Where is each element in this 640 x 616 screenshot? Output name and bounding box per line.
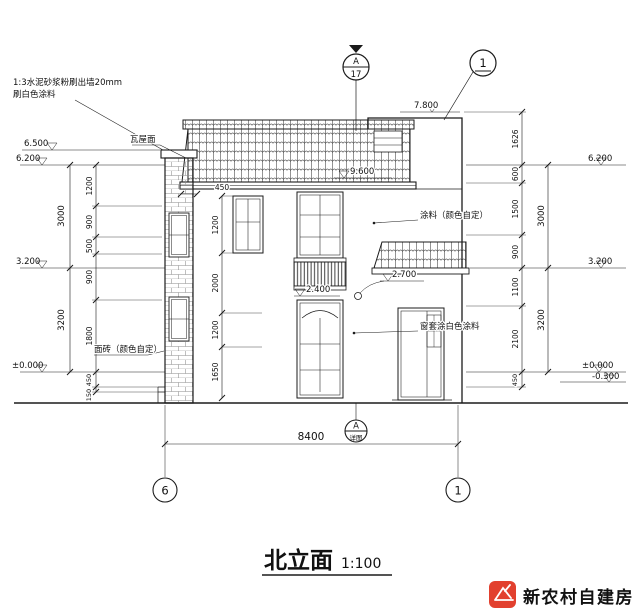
window-stair-lower [296, 299, 344, 399]
landing-railing [293, 261, 347, 291]
watermark-logo-glyph [494, 584, 514, 601]
note-paint: 涂料（颜色自定） [420, 210, 488, 221]
section-marker-a17: A 17 [342, 45, 370, 131]
dim-text: 2100 [511, 329, 520, 348]
level-text: 9.600 [350, 167, 374, 177]
level-text: 2.400 [306, 285, 330, 295]
tiled-roof [179, 119, 417, 190]
level-text: 3.200 [588, 257, 612, 267]
dim-text: 1650 [211, 362, 220, 381]
grid-bubble-1: 1 [454, 484, 461, 498]
level-text: 2.700 [392, 270, 416, 280]
dim-text: 1200 [85, 176, 94, 195]
dim-text: 600 [511, 167, 520, 182]
drawing-title: 北立面 [264, 547, 333, 574]
watermark: 新农村自建房 [489, 581, 634, 608]
level-text: 7.800 [414, 101, 438, 111]
note-plaster-line2: 刷白色涂料 [13, 89, 56, 100]
detail-top-upper: A [353, 57, 359, 67]
dim-text: 450 [85, 374, 93, 386]
note-tile-roof: 瓦屋面 [130, 135, 156, 145]
title-block: 北立面 1:100 [262, 547, 392, 576]
dim-text: 150 [85, 389, 93, 401]
dim-text: 1200 [211, 320, 220, 339]
balcony-awning [371, 241, 470, 275]
level-text: ±0.000 [12, 361, 43, 371]
level-markers: 6.500 6.200 3.200 ±0.000 6.200 3.200 ±0.… [12, 100, 626, 383]
annotation-labels: 1:3水泥砂浆粉刷出墙20mm 刷白色涂料 瓦屋面 涂料（颜色自定） 窗套涂白色… [13, 77, 489, 356]
window-stair-upper [293, 191, 347, 263]
dim-text: 1800 [85, 326, 94, 345]
level-text: -0.300 [592, 372, 619, 382]
pilaster-footing [157, 386, 165, 403]
note-face-brick: 面砖（颜色自定） [94, 344, 162, 355]
brick-pilaster [157, 149, 198, 404]
dim-text: 450 [215, 183, 230, 192]
dim-text: 3200 [537, 309, 547, 331]
level-text: 6.200 [16, 154, 40, 164]
building-linework [14, 117, 628, 404]
dimension-lines: 3000 3200 1200 900 500 900 1800 450 150 … [56, 108, 552, 477]
dim-text: 3000 [537, 205, 547, 227]
dim-text: 1500 [511, 199, 520, 218]
pilaster-window-lower [168, 296, 190, 342]
detail-marker-a-bottom: A 详图 [344, 403, 368, 443]
grid-bubble-6: 6 [161, 484, 168, 498]
note-plaster-line1: 1:3水泥砂浆粉刷出墙20mm [13, 77, 122, 88]
detail-top-lower: 17 [351, 70, 362, 80]
dim-text: 3200 [57, 309, 67, 331]
dim-text: 500 [85, 239, 94, 254]
dim-text: 450 [511, 374, 519, 386]
detail-ref-label: 1 [479, 56, 486, 70]
note-window-trim: 窗套涂白色涂料 [420, 321, 480, 332]
dim-text: 900 [85, 215, 94, 230]
detail-bottom-lower: 详图 [350, 433, 363, 442]
pilaster-window-upper [168, 212, 190, 258]
detail-markers: A 17 1 A 详图 [342, 45, 497, 443]
dim-text-total-width: 8400 [298, 431, 325, 443]
dim-text: 3000 [57, 205, 67, 227]
dim-text: 1100 [511, 277, 520, 296]
grid-bubbles: 6 1 [152, 477, 471, 503]
downpipe-symbol [354, 292, 362, 300]
detail-bottom-upper: A [353, 422, 359, 432]
drawing-scale: 1:100 [341, 556, 381, 572]
dim-text: 1200 [211, 215, 220, 234]
entrance-door [392, 307, 452, 401]
level-text: ±0.000 [582, 361, 613, 371]
level-text: 3.200 [16, 257, 40, 267]
window-upper-left [232, 195, 264, 254]
dim-text: 900 [511, 245, 520, 260]
dim-text: 900 [85, 270, 94, 285]
level-text: 6.200 [588, 154, 612, 164]
watermark-text: 新农村自建房 [523, 587, 634, 608]
detail-ref-bubble: 1 [443, 49, 497, 121]
dim-text: 2000 [211, 273, 220, 292]
watermark-logo-icon [489, 581, 516, 608]
dim-text: 1626 [511, 129, 520, 148]
level-text: 6.500 [24, 139, 48, 149]
